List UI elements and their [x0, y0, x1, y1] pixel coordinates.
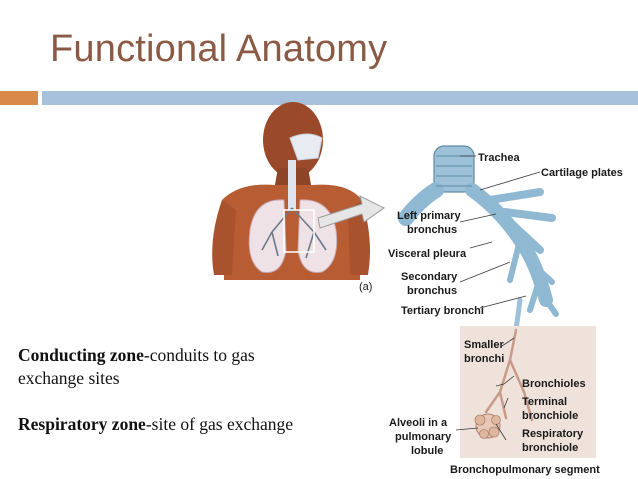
panel-letter: (a): [359, 281, 372, 293]
label-visceral-pleura: Visceral pleura: [388, 248, 467, 260]
upper-branches: [486, 188, 556, 254]
label-cartilage-plates: Cartilage plates: [541, 167, 623, 179]
label-secondary-1: Secondary: [401, 271, 458, 283]
label-respiratory-1: Respiratory: [522, 428, 584, 440]
label-trachea: Trachea: [478, 152, 520, 164]
label-smaller-1: Smaller: [464, 339, 504, 351]
cartilage-rings: [436, 155, 472, 187]
label-secondary-2: bronchus: [407, 285, 457, 297]
leader-lines: [455, 155, 541, 441]
conducting-zone-term: Conducting zone: [18, 345, 144, 365]
accent-bar: [0, 91, 38, 105]
nasal-cavity: [289, 133, 323, 161]
respiratory-zone-term: Respiratory zone: [18, 414, 146, 434]
label-left-primary-2: bronchus: [407, 224, 457, 236]
segment-branches: [474, 328, 534, 439]
label-terminal-2: bronchiole: [522, 410, 578, 422]
pointer-arrow: [317, 195, 385, 229]
lower-branches: [507, 237, 559, 317]
respiratory-zone-text: Respiratory zone-site of gas exchange: [18, 413, 318, 436]
label-terminal-1: Terminal: [522, 396, 567, 408]
conducting-zone-desc: -conduits to gas exchange sites: [18, 345, 255, 388]
conducting-zone-text: Conducting zone-conduits to gas exchange…: [18, 344, 318, 390]
torso-figure: [212, 102, 370, 280]
label-alveoli-3: lobule: [411, 445, 443, 457]
left-arm: [212, 200, 236, 275]
label-tertiary-bronchi: Tertiary bronchi: [401, 305, 484, 317]
trachea-tube: [433, 145, 475, 193]
label-bronchioles: Bronchioles: [522, 378, 586, 390]
respiratory-zone-desc: -site of gas exchange: [145, 414, 294, 434]
label-respiratory-2: bronchiole: [522, 442, 578, 454]
label-alveoli-2: pulmonary: [395, 431, 452, 443]
label-bronchopulmonary-segment: Bronchopulmonary segment: [450, 464, 600, 476]
title-rule: [42, 91, 638, 105]
label-smaller-2: bronchi: [464, 353, 504, 365]
label-alveoli-1: Alveoli in a: [389, 417, 448, 429]
slide-title: Functional Anatomy: [50, 28, 388, 70]
trachea-small: [288, 160, 296, 210]
label-left-primary-1: Left primary: [397, 210, 461, 222]
left-primary-bronchus: [398, 182, 444, 226]
highlight-box: [283, 209, 315, 253]
bronchial-tree-small: [261, 207, 327, 259]
